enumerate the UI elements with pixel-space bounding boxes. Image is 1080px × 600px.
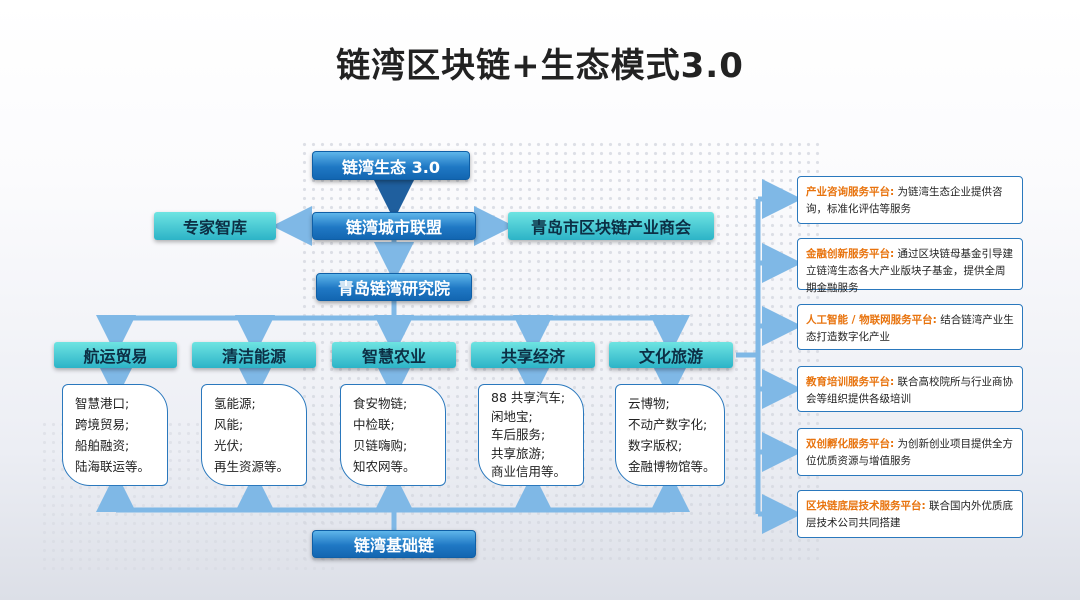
- list-item: 共享旅游;: [491, 445, 546, 461]
- node-think-tank: 专家智库: [154, 212, 276, 240]
- platform-consulting: 产业咨询服务平台: 为链湾生态企业提供咨询，标准化评估等服务: [797, 176, 1023, 224]
- list-item: 船舶融资;: [75, 438, 130, 453]
- platform-title: 区块链底层技术服务平台:: [806, 500, 926, 512]
- platform-education: 教育培训服务平台: 联合高校院所与行业商协会等组织提供各级培训: [797, 366, 1023, 412]
- list-item: 88 共享汽车;: [491, 390, 566, 405]
- industry-box-sharing: 88 共享汽车; 闲地宝; 车后服务; 共享旅游; 商业信用等。: [478, 384, 584, 486]
- list-item: 再生资源等。: [214, 459, 290, 474]
- industry-box-energy: 氢能源; 风能; 光伏; 再生资源等。: [201, 384, 307, 486]
- industry-header-agriculture: 智慧农业: [332, 342, 456, 368]
- list-item: 食安物链;: [353, 396, 408, 411]
- list-item: 风能;: [214, 417, 244, 432]
- node-ecosystem: 链湾生态 3.0: [312, 151, 470, 180]
- list-item: 跨境贸易;: [75, 417, 130, 432]
- list-item: 云博物;: [628, 396, 670, 411]
- industry-header-shipping: 航运贸易: [54, 342, 177, 368]
- list-item: 闲地宝;: [491, 408, 533, 424]
- list-item: 中检联;: [353, 417, 395, 432]
- list-item: 数字版权;: [628, 438, 683, 453]
- industry-header-sharing: 共享经济: [471, 342, 595, 368]
- list-item: 陆海联运等。: [75, 459, 151, 474]
- node-chamber: 青岛市区块链产业商会: [508, 212, 714, 240]
- industry-box-shipping: 智慧港口; 跨境贸易; 船舶融资; 陆海联运等。: [62, 384, 168, 486]
- list-item: 氢能源;: [214, 396, 256, 411]
- node-alliance: 链湾城市联盟: [312, 212, 476, 240]
- platform-desc: 联合高校院所与行业商协会等组织提供各级培训: [806, 376, 1014, 405]
- page-title: 链湾区块链+生态模式3.0: [336, 46, 744, 86]
- platform-incubation: 双创孵化服务平台: 为创新创业项目提供全方位优质资源与增值服务: [797, 428, 1023, 476]
- platform-desc: 联合国内外优质底层技术公司共同搭建: [806, 500, 1014, 529]
- list-item: 贝链嗨购;: [353, 438, 408, 453]
- list-item: 知农网等。: [353, 459, 416, 474]
- platform-title: 金融创新服务平台:: [806, 248, 895, 260]
- platform-finance: 金融创新服务平台: 通过区块链母基金引导建立链湾生态各大产业版块子基金，提供全周…: [797, 238, 1023, 294]
- node-foundation-chain: 链湾基础链: [312, 530, 476, 558]
- industry-header-energy: 清洁能源: [192, 342, 316, 368]
- platform-blockchain-tech: 区块链底层技术服务平台: 联合国内外优质底层技术公司共同搭建: [797, 490, 1023, 538]
- platform-title: 教育培训服务平台:: [806, 376, 895, 388]
- list-item: 车后服务;: [491, 427, 546, 442]
- list-item: 智慧港口;: [75, 396, 130, 411]
- node-institute: 青岛链湾研究院: [316, 273, 472, 301]
- industry-box-culture: 云博物; 不动产数字化; 数字版权; 金融博物馆等。: [615, 384, 725, 486]
- list-item: 不动产数字化;: [628, 417, 708, 432]
- list-item: 金融博物馆等。: [628, 459, 716, 474]
- industry-box-agriculture: 食安物链; 中检联; 贝链嗨购; 知农网等。: [340, 384, 446, 486]
- list-item: 商业信用等。: [491, 464, 567, 479]
- platform-desc: 结合链湾产业生态打造数字化产业: [806, 314, 1014, 343]
- platform-title: 人工智能 / 物联网服务平台:: [806, 314, 937, 326]
- platform-title: 产业咨询服务平台:: [806, 186, 895, 198]
- platform-desc: 为创新创业项目提供全方位优质资源与增值服务: [806, 438, 1014, 467]
- platform-ai-iot: 人工智能 / 物联网服务平台: 结合链湾产业生态打造数字化产业: [797, 304, 1023, 350]
- industry-header-culture: 文化旅游: [609, 342, 733, 368]
- list-item: 光伏;: [214, 438, 244, 453]
- platform-desc: 为链湾生态企业提供咨询，标准化评估等服务: [806, 186, 1003, 215]
- platform-title: 双创孵化服务平台:: [806, 438, 895, 450]
- platform-desc: 通过区块链母基金引导建立链湾生态各大产业版块子基金，提供全周期金融服务: [806, 248, 1014, 294]
